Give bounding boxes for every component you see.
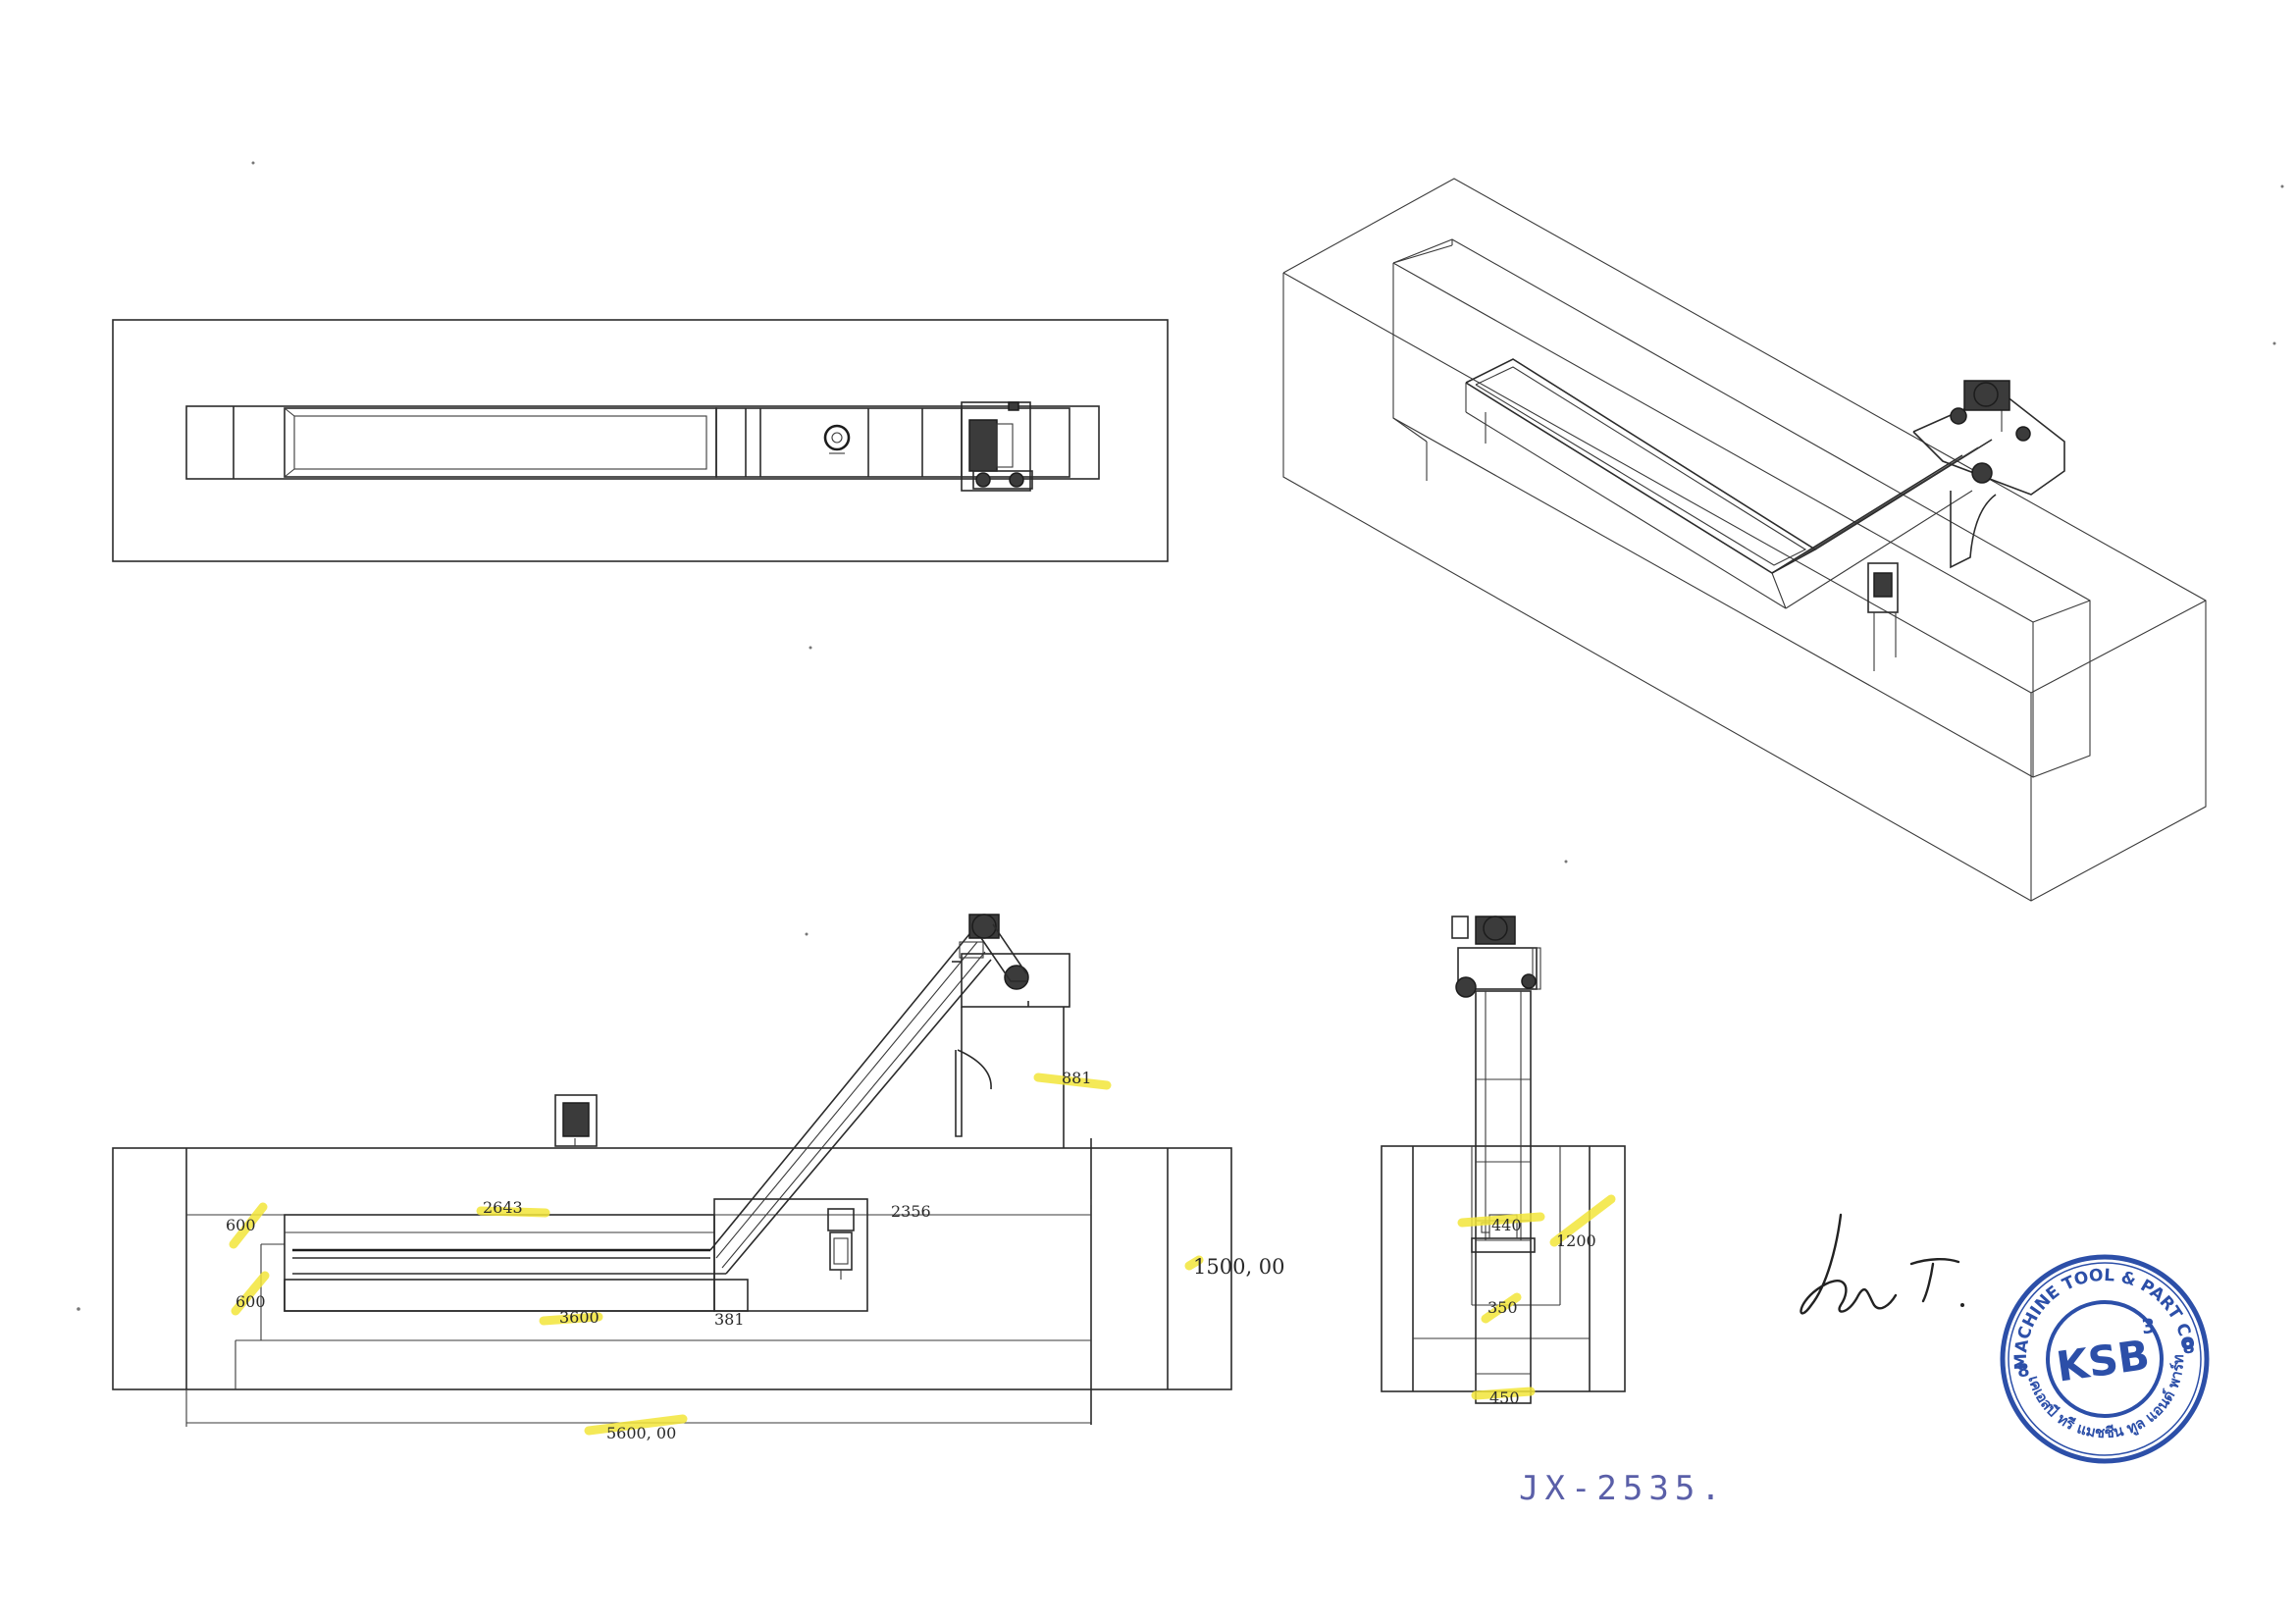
dim-350: 350 [1487,1298,1518,1317]
stamp-logo: KSB [2054,1331,2153,1391]
dim-450: 450 [1489,1388,1520,1407]
side-view-incline [709,933,992,1275]
dim-5600: 5600, 00 [606,1424,676,1442]
isometric-view [1282,178,2207,902]
dim-381: 381 [714,1310,745,1329]
dim-440: 440 [1491,1216,1522,1234]
dim-3600: 3600 [559,1308,600,1327]
side-view-frame [112,1147,1232,1390]
drawing-reference: JX-2535. [1519,1469,1727,1508]
control-box [554,1094,598,1147]
iso-drive [1912,380,2065,569]
highlight-marks [229,1073,1616,1436]
stamp-superscript: 3 [2140,1314,2157,1339]
company-stamp: KSB3 MACHINE TOOL & PART CO.,LTD. บริษัท… [1999,1253,2210,1464]
end-view-column [1475,990,1532,1404]
side-view [112,914,1232,1427]
stamp-number-right: 8 [2181,1336,2196,1359]
end-view-frame [1381,1145,1626,1392]
dim-2643: 2643 [483,1198,523,1217]
top-view-frame [112,319,1169,562]
motor-icon [968,419,998,472]
signature [1800,1213,1964,1315]
iso-pump-icon [1873,572,1893,598]
iso-pump [1867,562,1899,671]
head-sprocket-icon [1004,965,1029,990]
dim-1500: 1500, 00 [1193,1255,1285,1279]
dim-600-a: 600 [226,1216,256,1234]
top-view [112,319,1169,562]
top-view-drive [961,401,1031,492]
dim-2356: 2356 [891,1202,931,1221]
scan-specks [77,161,2284,1311]
end-view [1381,916,1626,1404]
dim-1200: 1200 [1556,1231,1596,1250]
stamp-number-left: 8 [2015,1360,2030,1383]
top-view-trough [284,407,717,478]
iso-conveyor [1465,358,1993,609]
side-pump [827,1208,855,1231]
top-view-tank [185,405,1100,480]
dim-881: 881 [1062,1069,1092,1087]
top-view-pump-icon [823,424,851,451]
dimension-labels: 600 600 2643 2356 3600 381 881 1500, 00 … [226,1069,1596,1442]
dim-600-b: 600 [235,1292,266,1311]
